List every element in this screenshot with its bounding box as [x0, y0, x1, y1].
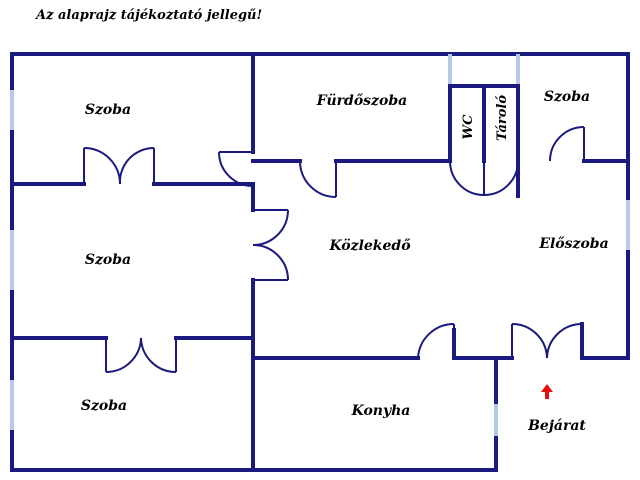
double-door	[252, 209, 289, 281]
room-label-wc: WC	[461, 114, 476, 140]
room-label-eloszoba: Előszoba	[538, 236, 608, 252]
door	[549, 126, 585, 162]
disclaimer-note: Az alaprajz tájékoztató jellegű!	[36, 8, 263, 23]
entrance-label: Bejárat	[527, 418, 586, 434]
double-door	[105, 337, 177, 373]
door	[417, 322, 455, 359]
entrance-door	[511, 323, 583, 359]
room-label-tarolo: Tároló	[495, 95, 510, 141]
door	[218, 151, 254, 187]
doors	[83, 126, 585, 373]
room-label-furdoszoba: Fürdőszoba	[316, 93, 407, 109]
room-label-kozlekedo: Közlekedő	[328, 238, 411, 254]
windows	[10, 54, 630, 436]
room-labels: Szoba Szoba Szoba Fürdőszoba WC Tároló S…	[81, 89, 609, 434]
double-door	[83, 146, 155, 185]
room-label-szoba-bottom-left: Szoba	[81, 398, 127, 414]
room-label-szoba-top-right: Szoba	[544, 89, 590, 105]
door	[449, 160, 485, 196]
door	[299, 160, 337, 198]
room-label-konyha: Konyha	[351, 403, 411, 419]
room-label-szoba-middle-left: Szoba	[85, 252, 131, 268]
room-label-szoba-top-left: Szoba	[85, 102, 131, 118]
entrance-arrow-icon	[541, 384, 553, 399]
door	[483, 160, 519, 196]
